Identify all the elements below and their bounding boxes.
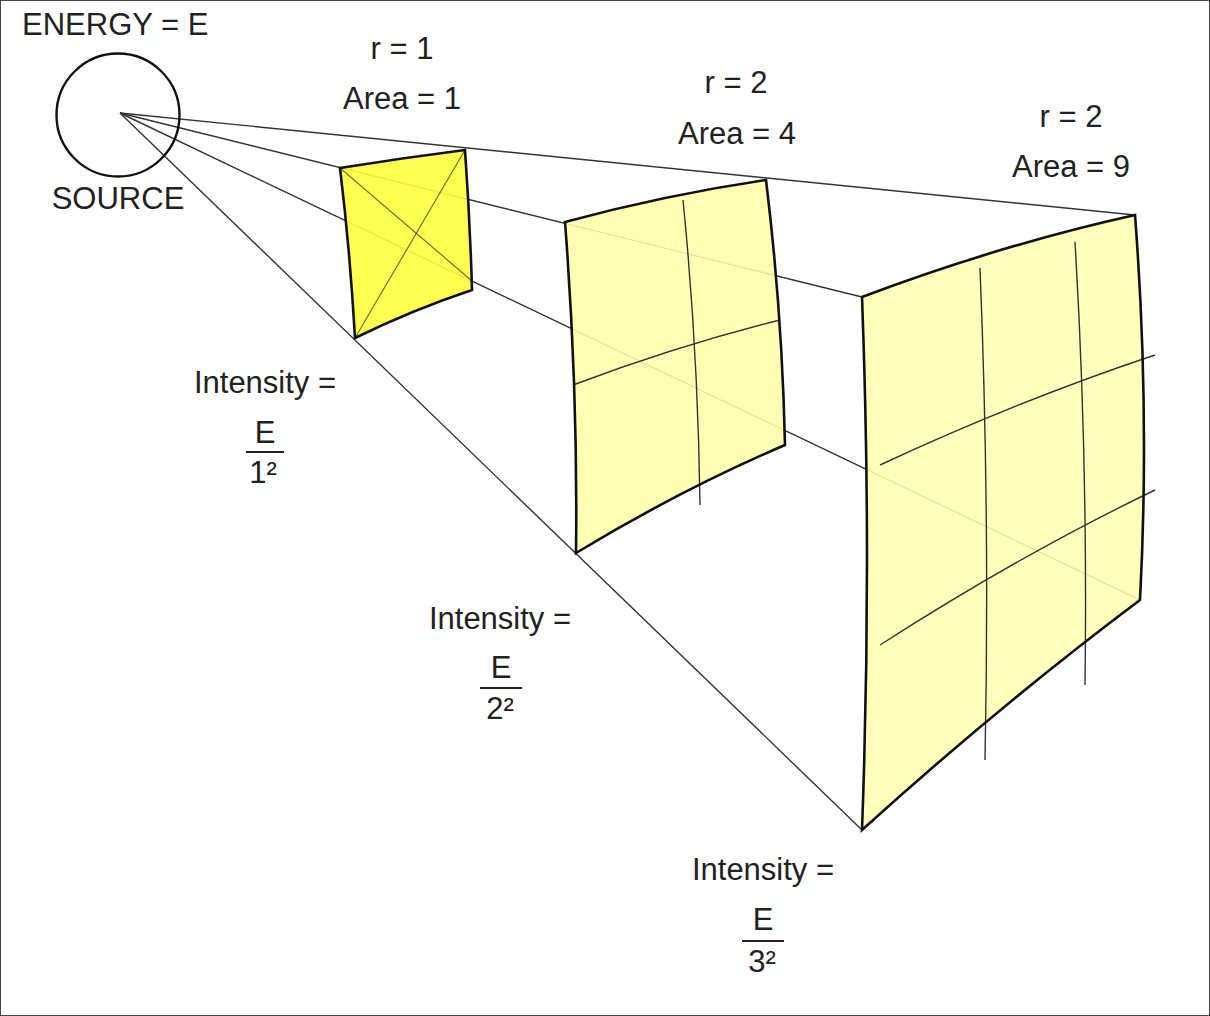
area-patch-9 xyxy=(862,215,1155,830)
fraction-denominator: 2² xyxy=(486,692,514,726)
radius-label: r = 2 xyxy=(705,66,768,100)
fraction-denominator: 1² xyxy=(249,456,277,490)
circle-outline xyxy=(55,52,181,178)
area-patch-4 xyxy=(565,180,785,553)
area-label: Area = 9 xyxy=(1012,150,1130,184)
fraction-numerator: E xyxy=(753,903,774,937)
area-label: Area = 1 xyxy=(343,82,461,116)
intensity-label: Intensity = xyxy=(692,853,834,887)
fraction-denominator: 3² xyxy=(748,945,776,979)
source-label: SOURCE xyxy=(52,182,185,216)
area-label: Area = 4 xyxy=(678,117,796,151)
area-patch-1 xyxy=(340,150,472,338)
energy-heading: ENERGY = E xyxy=(22,8,208,42)
fraction-numerator: E xyxy=(255,416,276,450)
intensity-label: Intensity = xyxy=(429,602,571,636)
radius-label: r = 2 xyxy=(1040,100,1103,134)
fraction-numerator: E xyxy=(491,651,512,685)
intensity-label: Intensity = xyxy=(194,366,336,400)
radius-label: r = 1 xyxy=(371,32,434,66)
source-circle: ENERGY = ESOURCE xyxy=(55,52,181,178)
